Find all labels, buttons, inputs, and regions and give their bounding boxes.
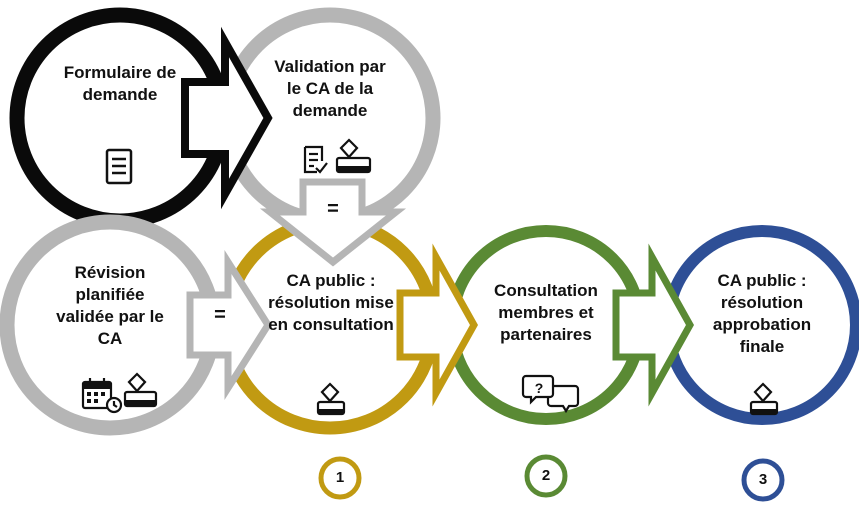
step-label-validation: Validation par le CA de la demande bbox=[274, 57, 386, 120]
arrow-consultation-to-approbation bbox=[612, 243, 695, 407]
vote-icon-ca-public bbox=[316, 382, 346, 416]
step-label-revision: Révision planifiée validée par le CA bbox=[56, 263, 164, 348]
arrow-ca-public-to-consultation bbox=[396, 243, 479, 407]
step-label-formulaire: Formulaire de demande bbox=[63, 63, 177, 104]
vote-icon-approbation bbox=[749, 382, 779, 416]
step-label-consultation: Consultation membres et partenaires bbox=[494, 281, 598, 344]
document-check-vote-icon bbox=[303, 138, 372, 174]
speech-bubbles-icon: ? bbox=[521, 374, 580, 414]
badge-ring-3 bbox=[741, 458, 785, 502]
document-icon bbox=[105, 148, 133, 185]
badge-number-1: 1 bbox=[335, 469, 345, 486]
badge-ring-1 bbox=[318, 456, 362, 500]
badge-number-2: 2 bbox=[541, 467, 551, 484]
badge-number-3: 3 bbox=[758, 471, 768, 488]
equals-sign-top: = bbox=[327, 198, 339, 220]
calendar-vote-icon bbox=[81, 372, 158, 414]
arrow-revision-to-ca-public bbox=[186, 249, 273, 401]
svg-text:?: ? bbox=[535, 380, 544, 396]
arrow-formulaire-to-validation bbox=[181, 26, 273, 210]
step-label-approbation: CA public : résolution approbation final… bbox=[712, 271, 812, 356]
equals-sign-left: = bbox=[214, 304, 226, 326]
arrow-validation-down bbox=[259, 178, 407, 267]
badge-ring-2 bbox=[524, 454, 568, 498]
step-label-ca-public-consultation: CA public : résolution mise en consultat… bbox=[268, 271, 394, 334]
